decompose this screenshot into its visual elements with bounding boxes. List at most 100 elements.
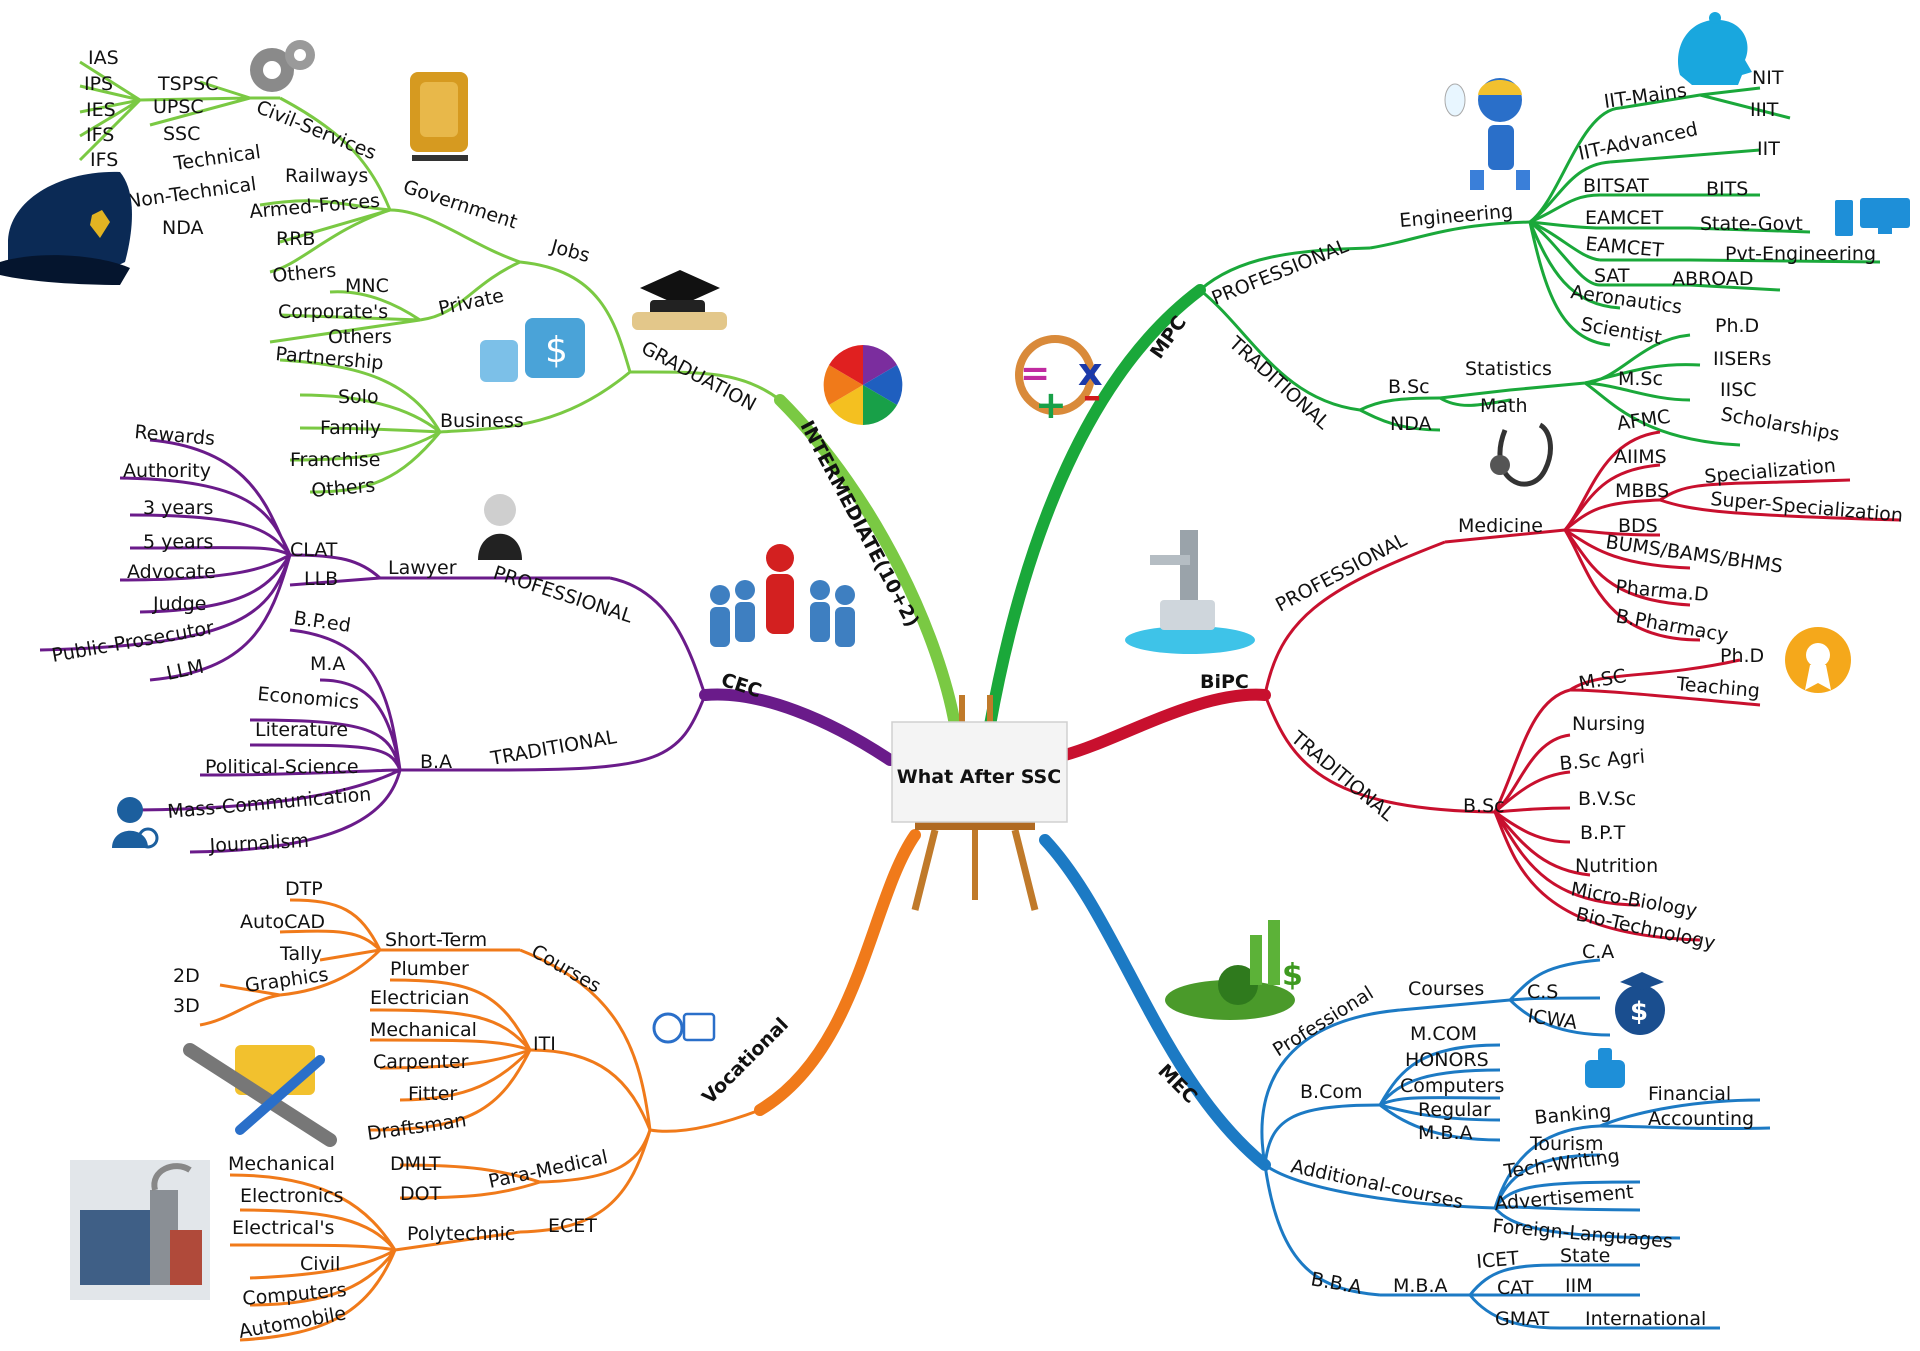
banking-accounting: Accounting	[1648, 1108, 1754, 1130]
law-llm: LLM	[164, 656, 205, 685]
msc-phd-bipc: Ph.D	[1720, 645, 1764, 667]
ba-journalism: Journalism	[208, 830, 309, 857]
course-icwa: ICWA	[1526, 1005, 1578, 1034]
ba-ma: M.A	[310, 653, 345, 675]
private-mnc: MNC	[345, 275, 389, 297]
law-clat: CLAT	[290, 539, 338, 561]
ba-economics: Economics	[257, 683, 360, 714]
color-wheel-icon	[823, 345, 903, 425]
eng-exam-4: EAMCET	[1585, 207, 1664, 229]
mpc-traditional-label: TRADITIONAL	[1224, 332, 1334, 434]
mpc-statistics: Statistics	[1465, 358, 1552, 380]
bba-icet: ICET	[1476, 1247, 1521, 1273]
investment-icon: $	[480, 318, 585, 382]
business-others: Others	[311, 474, 377, 501]
iti-label: ITI	[533, 1033, 556, 1055]
poly-electricals: Electrical's	[232, 1217, 334, 1239]
poly-civil: Civil	[300, 1253, 340, 1275]
iti-plumber: Plumber	[390, 958, 469, 980]
center-title: What After SSC	[897, 766, 1061, 788]
service-ifs-2: IFS	[90, 149, 118, 171]
law-advocate: Advocate	[127, 561, 216, 583]
graduation-cap-icon	[632, 270, 727, 330]
iti-draftsman: Draftsman	[366, 1109, 468, 1145]
eng-target-pvt: Pvt-Engineering	[1725, 243, 1876, 265]
iti-fitter: Fitter	[408, 1083, 457, 1105]
svg-text:–: –	[1083, 376, 1101, 417]
jobs-label: Jobs	[548, 235, 593, 267]
law-5-years: 5 years	[143, 531, 213, 553]
poly-electronics: Electronics	[240, 1185, 344, 1207]
gov-nda: NDA	[162, 217, 204, 239]
gears-icon	[250, 40, 315, 92]
graphics-3d: 3D	[173, 995, 200, 1017]
bipc-label: BiPC	[1200, 671, 1249, 693]
exam-tspsc: TSPSC	[157, 73, 218, 95]
graphics-2d: 2D	[173, 965, 200, 987]
banking-financial: Financial	[1648, 1083, 1731, 1105]
tools-icon	[183, 1043, 337, 1147]
med-aiims: AIIMS	[1614, 446, 1667, 468]
gov-non-technical: Non-Technical	[126, 173, 258, 213]
cec-traditional-label: TRADITIONAL	[488, 726, 619, 770]
civil-services-label: Civil-Services	[253, 96, 379, 164]
svg-text:$: $	[1282, 958, 1303, 993]
banking-icon	[1585, 1048, 1625, 1088]
law-3-years: 3 years	[143, 497, 213, 519]
lawyer-label: Lawyer	[388, 557, 457, 579]
para-dmlt: DMLT	[390, 1153, 441, 1175]
law-llb: LLB	[304, 568, 338, 590]
award-icon	[1785, 627, 1851, 693]
private-others: Others	[328, 326, 392, 348]
bcom-regular: Regular	[1418, 1099, 1491, 1121]
ba-political-science: Political-Science	[205, 756, 359, 778]
ecet-label: ECET	[548, 1215, 597, 1237]
growth-globe-icon: $	[1165, 920, 1303, 1020]
stethoscope-icon	[1490, 422, 1553, 487]
emblem-icon	[410, 72, 468, 161]
eng-target-iit: IIT	[1757, 138, 1780, 160]
course-tally: Tally	[279, 943, 322, 965]
msc-iisc: IISC	[1720, 379, 1757, 401]
msc-iisers: IISERs	[1713, 348, 1771, 370]
business-family: Family	[320, 417, 381, 439]
private-corporates: Corporate's	[278, 301, 388, 323]
eng-exam-3: BITSAT	[1583, 175, 1649, 197]
bcom-honors: HONORS	[1405, 1049, 1489, 1071]
eng-exam-5: EAMCET	[1585, 233, 1665, 262]
bba-state: State	[1560, 1245, 1610, 1267]
add-tourism: Tourism	[1529, 1133, 1604, 1155]
poly-mechanical: Mechanical	[228, 1153, 335, 1175]
eng-exam-1: IIT-Mains	[1603, 80, 1688, 113]
bcom-computers: Computers	[1400, 1075, 1504, 1097]
police-cap-icon	[0, 171, 132, 285]
ba-literature: Literature	[255, 719, 348, 741]
exam-upsc: UPSC	[153, 96, 204, 118]
gov-technical: Technical	[172, 141, 262, 175]
cec-professional-label: PROFESSIONAL	[490, 562, 635, 628]
polytechnic-label: Polytechnic	[407, 1223, 515, 1245]
paramedical-label: Para-Medical	[486, 1146, 609, 1193]
service-ips: IPS	[84, 73, 113, 95]
eng-target-bits: BITS	[1706, 178, 1748, 200]
short-term-label: Short-Term	[385, 929, 487, 951]
business-franchise: Franchise	[290, 449, 380, 471]
course-dtp: DTP	[285, 878, 323, 900]
iti-mechanical: Mechanical	[370, 1019, 477, 1041]
svg-text:+: +	[1035, 383, 1067, 427]
mec-courses: Courses	[1408, 978, 1484, 1000]
robot-icon	[1444, 78, 1530, 190]
bsc-msc: M.SC	[1577, 665, 1628, 695]
money-cap-icon: $	[1615, 972, 1665, 1035]
msc-phd: Ph.D	[1715, 315, 1759, 337]
svg-text:$: $	[1630, 997, 1648, 1027]
iti-carpenter: Carpenter	[373, 1051, 469, 1073]
eng-target-state-govt: State-Govt	[1700, 213, 1803, 235]
bba-iim: IIM	[1565, 1275, 1593, 1297]
mpc-nda: NDA	[1390, 413, 1432, 435]
course-autocad: AutoCAD	[240, 911, 325, 933]
mpc-bsc: B.Sc	[1388, 376, 1430, 398]
graduation-label: GRADUATION	[638, 337, 760, 416]
government-label: Government	[400, 176, 519, 234]
med-bds: BDS	[1618, 515, 1658, 537]
